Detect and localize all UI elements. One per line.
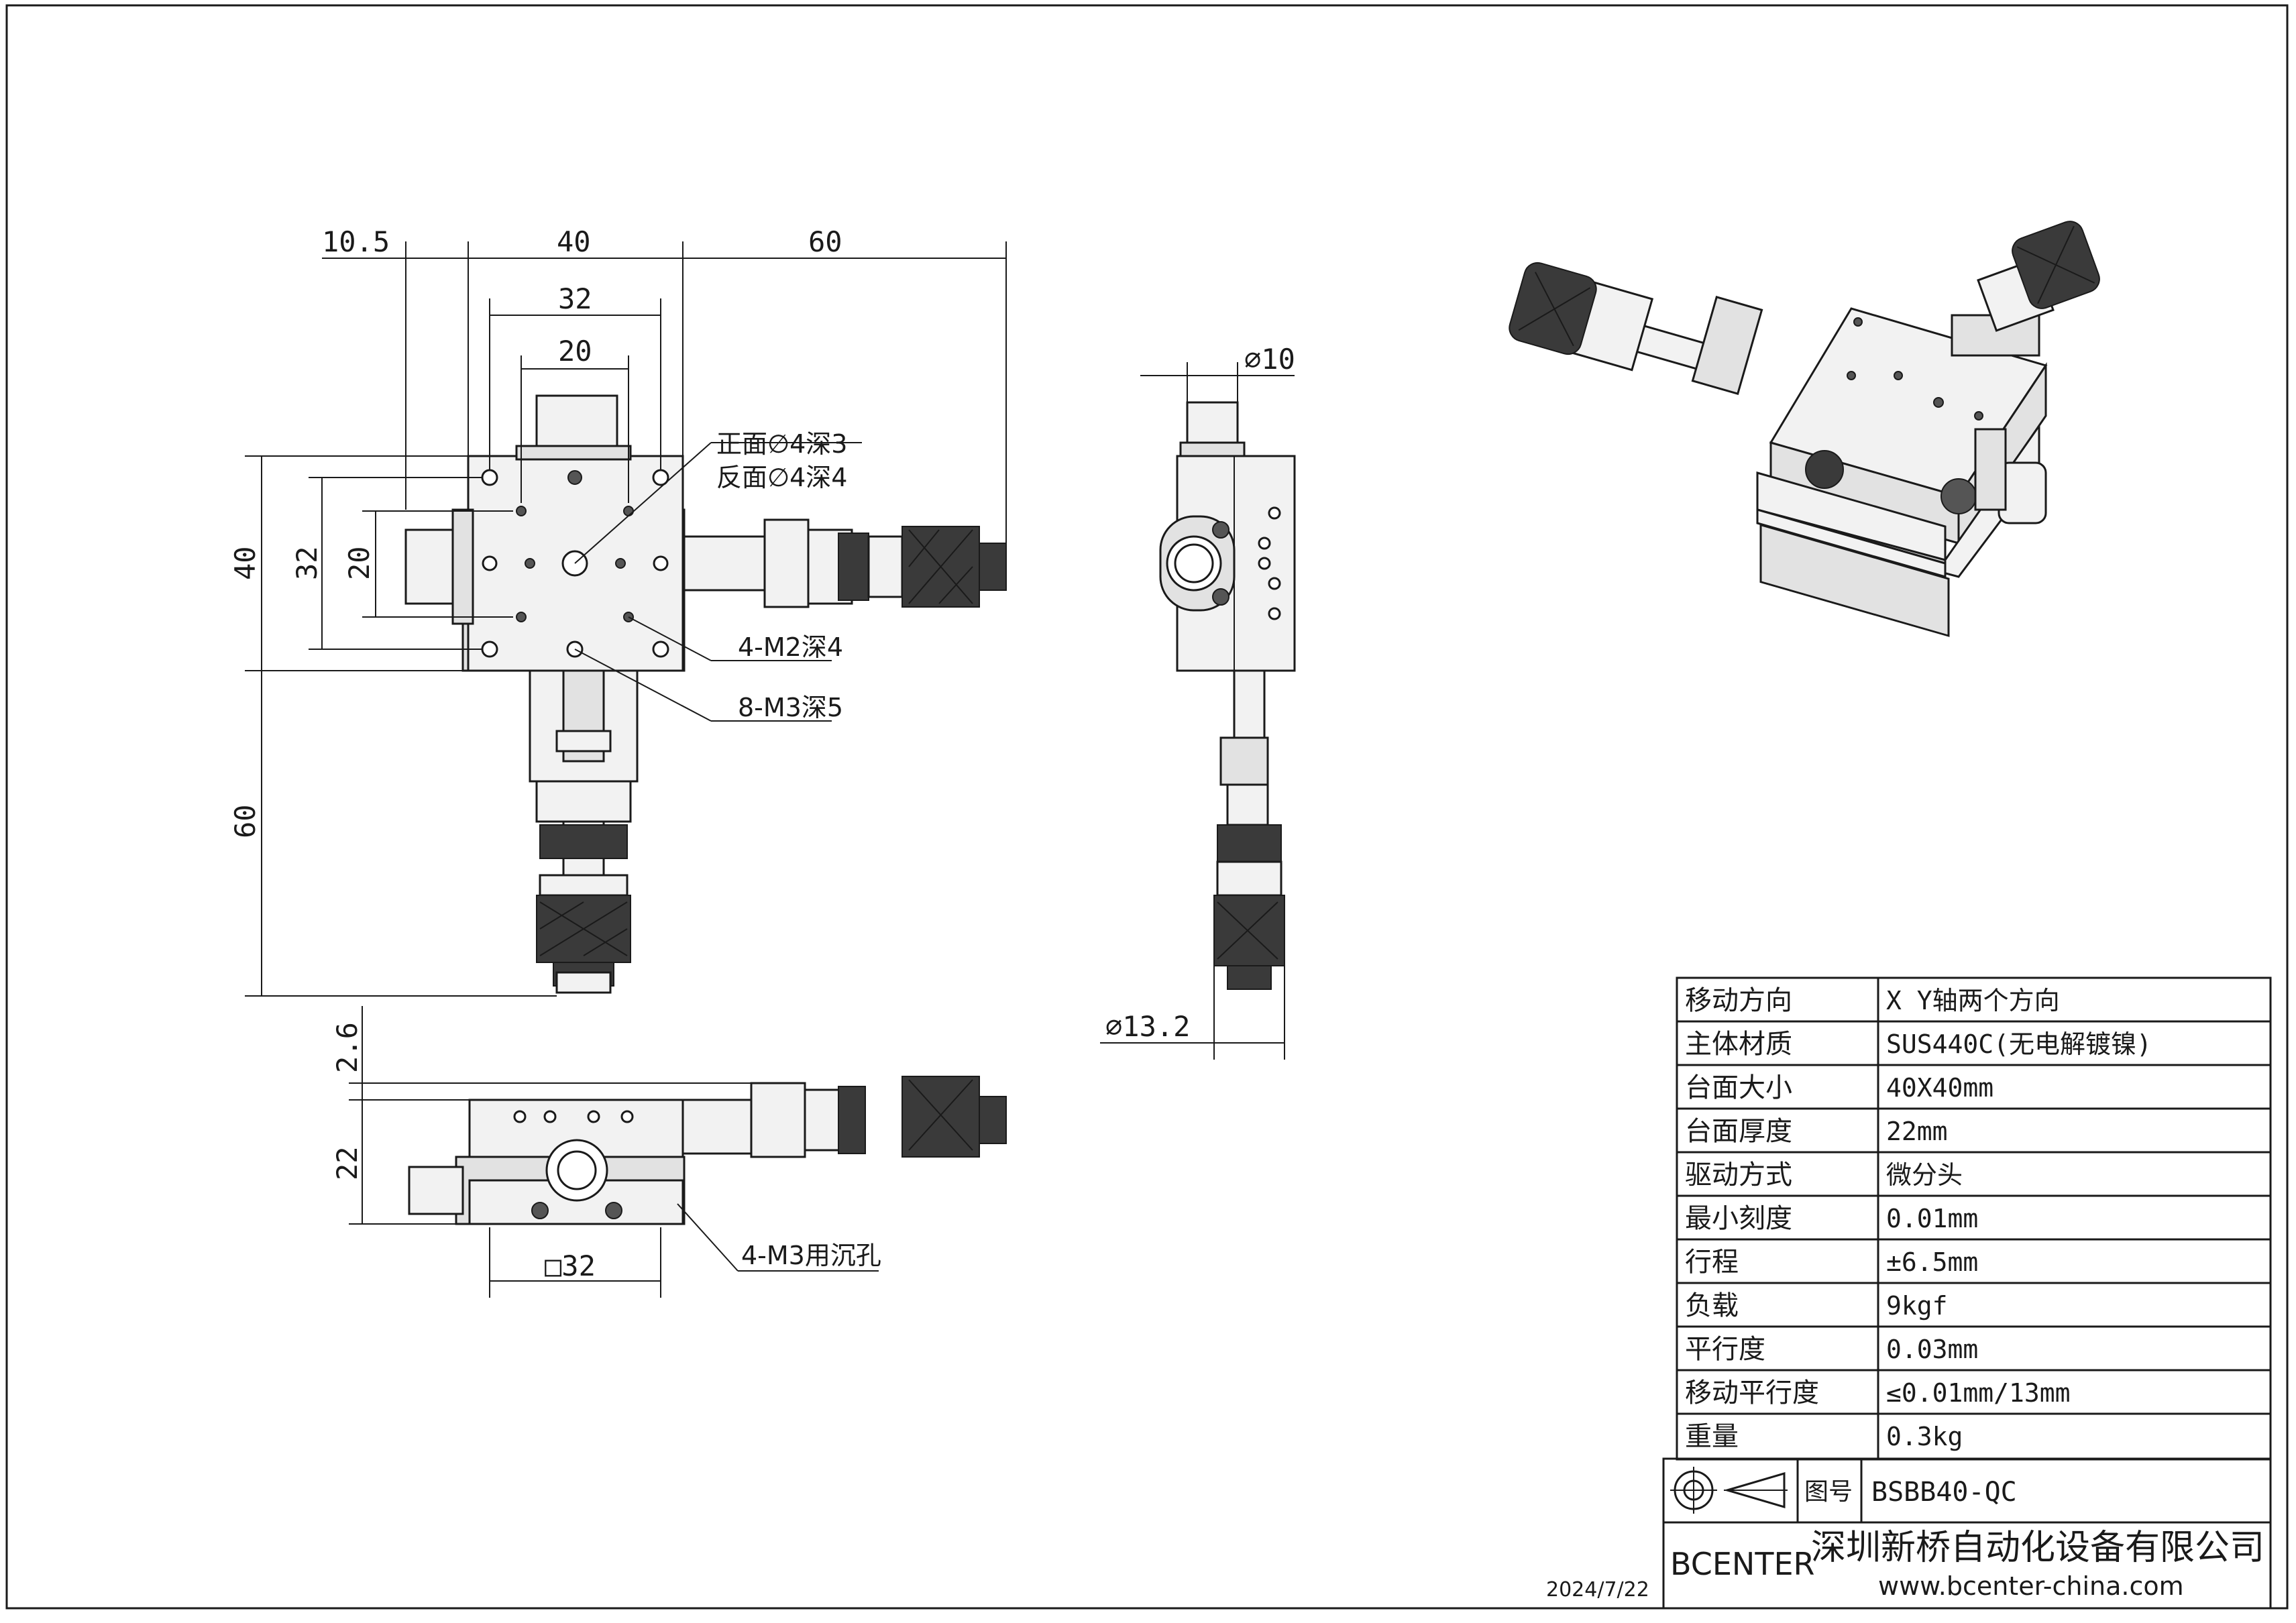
front-view xyxy=(349,1006,1007,1298)
isometric-view xyxy=(1509,221,2100,637)
side-view xyxy=(1100,362,1296,1060)
spec-value: 0.01mm xyxy=(1886,1204,1978,1233)
spec-row: 移动平行度 ≤0.01mm/13mm xyxy=(1685,1378,2071,1408)
top-view xyxy=(245,241,1007,997)
spec-row: 最小刻度 0.01mm xyxy=(1685,1203,1978,1234)
spec-label: 主体材质 xyxy=(1685,1029,1792,1060)
spec-value: 0.3kg xyxy=(1886,1422,1963,1451)
spec-row: 台面大小 40X40mm xyxy=(1685,1072,1993,1103)
callout-m2-holes: 4-M2深4 xyxy=(738,632,843,662)
dim-22: 22 xyxy=(331,1146,364,1180)
spec-label: 平行度 xyxy=(1685,1334,1765,1365)
callout-m3-holes: 8-M3深5 xyxy=(738,693,843,722)
spec-value: X Y轴两个方向 xyxy=(1886,986,2060,1015)
drawing-no-label: 图号 xyxy=(1804,1478,1853,1506)
dim-40-height: 40 xyxy=(229,546,262,580)
callout-counterbore: 4-M3用沉孔 xyxy=(741,1241,881,1270)
title-block xyxy=(1662,1457,2272,1610)
spec-row: 移动方向 X Y轴两个方向 xyxy=(1685,985,2060,1016)
spec-label: 最小刻度 xyxy=(1685,1203,1792,1234)
dim-10-5: 10.5 xyxy=(322,225,390,258)
dim-square-32: □32 xyxy=(545,1249,596,1282)
callout-front-hole: 正面∅4深3 xyxy=(716,429,847,459)
spec-value: ≤0.01mm/13mm xyxy=(1886,1378,2071,1408)
spec-row: 平行度 0.03mm xyxy=(1685,1334,1978,1365)
dim-2-6: 2.6 xyxy=(331,1022,364,1073)
spec-row: 驱动方式 微分头 xyxy=(1685,1160,1963,1190)
spec-row: 主体材质 SUS440C(无电解镀镍) xyxy=(1685,1029,2152,1060)
spec-row: 行程 ±6.5mm xyxy=(1685,1247,1978,1278)
dim-20-height: 20 xyxy=(343,546,376,580)
dim-60-height: 60 xyxy=(229,804,262,838)
spec-row: 台面厚度 22mm xyxy=(1685,1116,1948,1147)
spec-value: 微分头 xyxy=(1886,1160,1963,1190)
spec-label: 负载 xyxy=(1685,1290,1739,1321)
drawing-frame xyxy=(5,4,2289,1610)
spec-label: 移动平行度 xyxy=(1685,1378,1819,1408)
dim-60-width: 60 xyxy=(808,225,842,258)
spec-label: 重量 xyxy=(1685,1421,1739,1452)
spec-value: SUS440C(无电解镀镍) xyxy=(1886,1029,2152,1059)
spec-label: 移动方向 xyxy=(1685,985,1792,1016)
spec-label: 台面大小 xyxy=(1685,1072,1792,1103)
dim-32-width: 32 xyxy=(558,282,592,315)
spec-label: 台面厚度 xyxy=(1685,1116,1792,1147)
spec-label: 驱动方式 xyxy=(1685,1160,1792,1190)
drawing-no: BSBB40-QC xyxy=(1871,1477,2017,1508)
spec-value: ±6.5mm xyxy=(1886,1247,1978,1277)
brand-name: BCENTER xyxy=(1670,1546,1814,1582)
spec-row: 重量 0.3kg xyxy=(1685,1421,1963,1452)
callout-back-hole: 反面∅4深4 xyxy=(716,463,847,492)
drawing-date: 2024/7/22 xyxy=(1546,1578,1649,1602)
company-website: www.bcenter-china.com xyxy=(1878,1571,2184,1601)
dim-32-height: 32 xyxy=(290,546,323,580)
spec-value: 22mm xyxy=(1886,1117,1948,1146)
dim-diameter-10: ∅10 xyxy=(1244,343,1295,376)
spec-row: 负载 9kgf xyxy=(1685,1290,1948,1321)
spec-value: 9kgf xyxy=(1886,1291,1948,1321)
projection-symbol-icon xyxy=(1670,1467,1788,1514)
company-name: 深圳新桥自动化设备有限公司 xyxy=(1811,1528,2264,1568)
spec-label: 行程 xyxy=(1685,1247,1739,1278)
spec-value: 40X40mm xyxy=(1886,1073,1993,1103)
spec-value: 0.03mm xyxy=(1886,1335,1978,1364)
dim-diameter-13-2: ∅13.2 xyxy=(1105,1010,1190,1043)
dim-20-width: 20 xyxy=(558,335,592,368)
dim-40-width: 40 xyxy=(557,225,591,258)
